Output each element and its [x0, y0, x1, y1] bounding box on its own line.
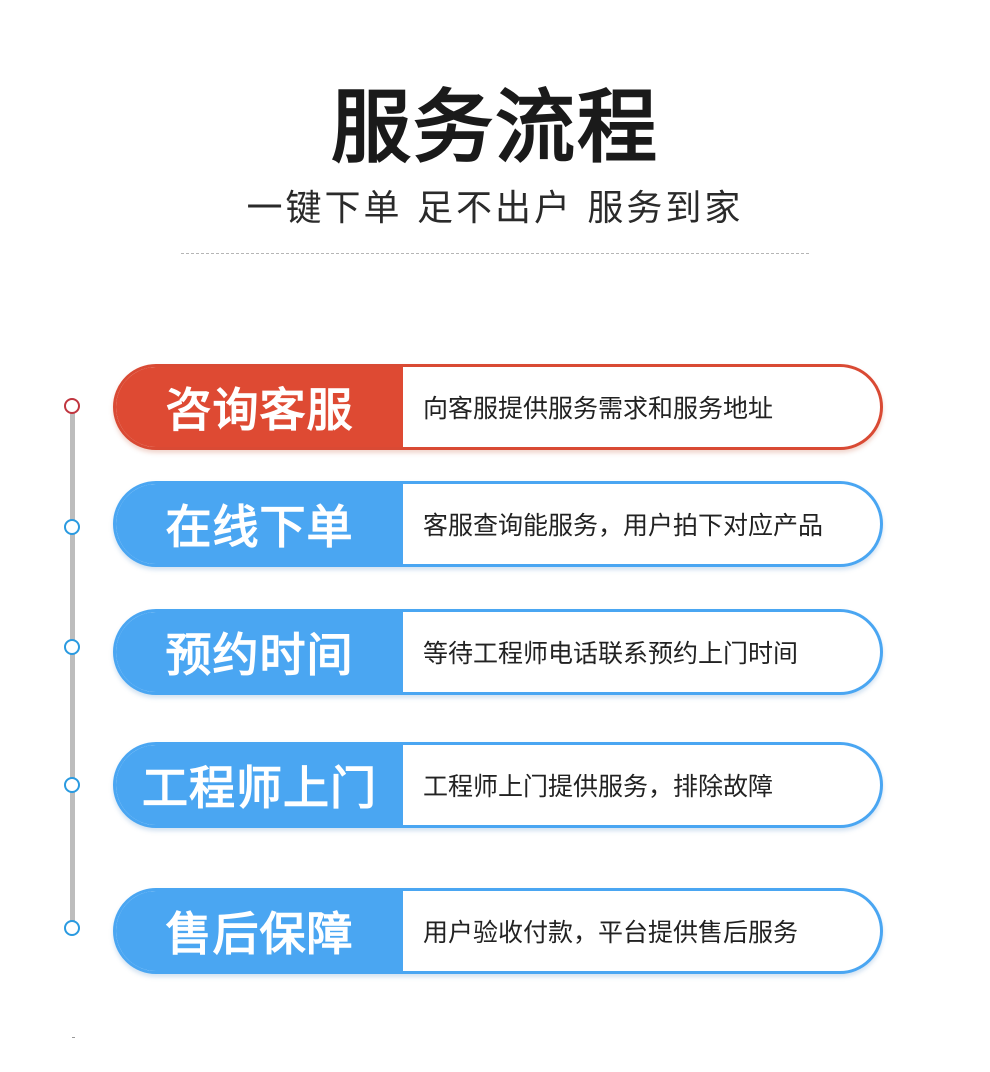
bottom-mark — [72, 1037, 75, 1038]
step-online-order[interactable]: 在线下单 客服查询能服务，用户拍下对应产品 — [113, 481, 883, 567]
page-title: 服务流程 — [331, 81, 659, 174]
timeline-line — [70, 407, 75, 929]
step-description: 等待工程师电话联系预约上门时间 — [423, 639, 799, 668]
step-description: 用户验收付款，平台提供售后服务 — [423, 918, 799, 947]
timeline-dot-3 — [64, 639, 80, 655]
step-consult-service[interactable]: 咨询客服 向客服提供服务需求和服务地址 — [113, 364, 883, 450]
step-title: 咨询客服 — [116, 367, 403, 447]
timeline-dot-1 — [64, 398, 80, 414]
timeline-dot-5 — [64, 920, 80, 936]
step-after-sales[interactable]: 售后保障 用户验收付款，平台提供售后服务 — [113, 888, 883, 974]
timeline-dot-2 — [64, 519, 80, 535]
step-book-time[interactable]: 预约时间 等待工程师电话联系预约上门时间 — [113, 609, 883, 695]
timeline-dot-4 — [64, 777, 80, 793]
step-title: 售后保障 — [116, 891, 403, 971]
step-title: 预约时间 — [116, 612, 403, 692]
step-engineer-visit[interactable]: 工程师上门 工程师上门提供服务，排除故障 — [113, 742, 883, 828]
step-description: 客服查询能服务，用户拍下对应产品 — [423, 511, 824, 540]
step-description: 向客服提供服务需求和服务地址 — [423, 394, 774, 423]
step-title: 在线下单 — [116, 484, 403, 564]
step-description: 工程师上门提供服务，排除故障 — [423, 772, 774, 801]
page-subtitle: 一键下单 足不出户 服务到家 — [246, 188, 744, 229]
step-title: 工程师上门 — [116, 745, 403, 825]
dashed-divider — [181, 253, 809, 254]
